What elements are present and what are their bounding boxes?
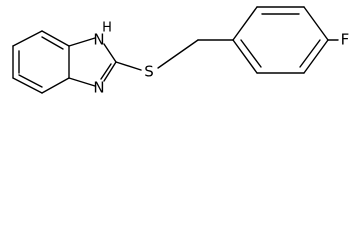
benzimidazole-benzene-ring	[12, 30, 70, 94]
bond	[12, 30, 43, 47]
bond	[103, 61, 117, 82]
bond	[68, 77, 96, 87]
bond	[232, 6, 258, 41]
imidazole-ring	[68, 37, 117, 87]
double-bond-inner	[100, 63, 112, 80]
atom-labels: H N N S F	[93, 21, 349, 97]
bond	[157, 39, 199, 69]
bond	[115, 61, 142, 71]
bond	[103, 43, 117, 63]
sulfur-atom-label: S	[144, 63, 154, 81]
thioether-linker	[115, 39, 234, 71]
n3-atom-label: N	[93, 79, 104, 97]
fluorine-atom-label: F	[341, 31, 350, 49]
bond	[303, 39, 329, 74]
bond	[12, 77, 43, 94]
bond	[232, 39, 258, 74]
bond	[41, 30, 70, 47]
bond	[303, 6, 329, 41]
fluorophenyl-ring	[232, 6, 339, 74]
double-bond-inner	[299, 39, 321, 68]
bond	[68, 37, 96, 47]
n1-atom-label: N	[93, 31, 104, 49]
chemical-structure: H N N S F	[12, 6, 349, 97]
nh-hydrogen-label: H	[102, 21, 112, 36]
double-bond-inner	[240, 39, 262, 68]
double-bond-inner	[18, 74, 43, 88]
bond	[41, 77, 70, 94]
double-bond-inner	[41, 36, 64, 50]
